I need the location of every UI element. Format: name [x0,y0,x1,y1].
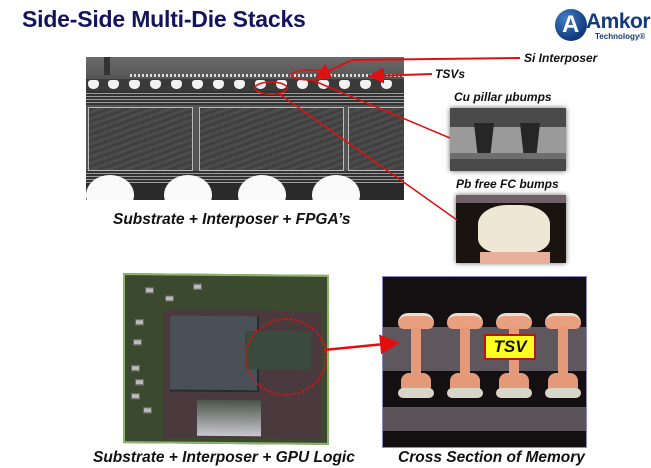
cu-pillar [520,123,540,159]
caption-fpga: Substrate + Interposer + FPGA’s [113,211,351,228]
slide-title: Side-Side Multi-Die Stacks [22,6,306,32]
microbump [318,80,329,89]
tsv-structure [447,313,483,408]
secondary-die [197,399,261,437]
bga-ball [164,175,212,200]
callout-tsvs: TSVs [435,67,466,81]
callout-si-interposer: Si Interposer [524,51,598,65]
lower-layer [383,407,586,431]
tsv-badge: TSV [484,334,536,360]
capacitor [145,287,154,294]
amkor-logo: Amkor Technology® [555,8,651,44]
highlight-circle [245,318,327,396]
callout-cu-pillar: Cu pillar µbumps [454,90,552,104]
capacitor [135,379,144,386]
die-edge [104,57,110,75]
microbump [297,80,308,89]
substrate-core [199,107,344,171]
microbump [150,80,161,89]
pillar-base [450,153,566,159]
substrate-buildup-layers [86,91,404,105]
capacitor [133,339,142,346]
fpga-die-layer [86,57,404,75]
tsv-row [130,74,404,77]
microbump [255,80,266,89]
microbump [276,80,287,89]
microbump [360,80,371,89]
bga-ball [86,175,134,200]
tsv-structure [496,313,532,408]
copper-pad [480,252,550,263]
caption-gpu: Substrate + Interposer + GPU Logic [93,449,355,466]
substrate-core [88,107,193,171]
microbump [88,80,99,89]
logo-subtitle: Technology® [595,32,646,41]
capacitor [135,319,144,326]
fpga-sem-cross-section-image [86,57,404,200]
pb-free-fc-bump-image [456,195,566,263]
pillar-band [450,127,566,153]
bump-top-layer [456,195,566,203]
microbump [234,80,245,89]
callout-pb-free: Pb free FC bumps [456,177,559,191]
amkor-logo-icon [555,9,587,41]
capacitor [165,295,174,302]
capacitor [193,283,202,290]
logo-wordmark: Amkor [586,10,651,33]
caption-memory: Cross Section of Memory [398,449,585,466]
tsv-structure [398,313,434,408]
microbump [192,80,203,89]
microbump [381,80,392,89]
microbump [339,80,350,89]
microbump [213,80,224,89]
memory-cross-section-image [382,276,587,448]
tsv-structure [545,313,581,408]
substrate-core [348,107,404,171]
microbump [171,80,182,89]
capacitor [131,365,140,372]
microbump [129,80,140,89]
capacitor [131,393,140,400]
microbump [108,80,119,89]
solder-bump [478,205,550,253]
capacitor [143,407,152,414]
cu-pillar [474,123,494,159]
cu-pillar-microbump-image [450,108,566,171]
